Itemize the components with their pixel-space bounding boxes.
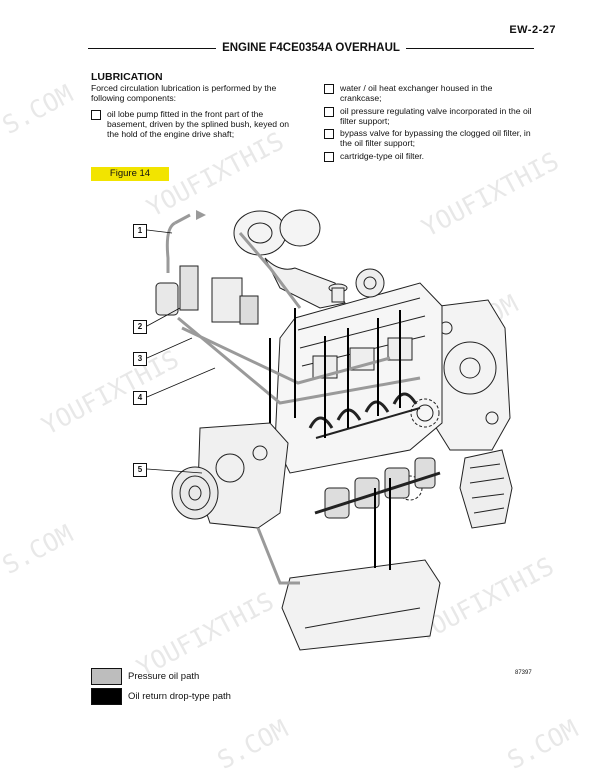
injection-pump-illustration: [459, 449, 513, 529]
header-line-left: [88, 47, 217, 49]
callout-5: 5: [133, 463, 147, 477]
engine-block-illustration: [274, 268, 443, 474]
callout-1: 1: [133, 224, 147, 238]
leader-lines: [146, 229, 216, 474]
front-cover-illustration: [197, 422, 289, 529]
bullet-text: bypass valve for bypassing the clogged o…: [340, 128, 531, 149]
filler-cap-illustration: [328, 283, 348, 303]
bullet-item: water / oil heat exchanger housed in the…: [324, 83, 536, 104]
legend-pressure-oil: Pressure oil path: [91, 668, 199, 685]
oil-sump-illustration: [281, 559, 441, 651]
watermark: S.COM: [502, 714, 583, 775]
oil-filter-illustration: [155, 265, 259, 325]
header-rule: ENGINE F4CE0354A OVERHAUL: [88, 41, 534, 55]
left-column: Forced circulation lubrication is perfor…: [91, 83, 299, 141]
bullet-text: oil pressure regulating valve incorporat…: [340, 105, 532, 126]
figure-code: 87397: [515, 670, 532, 676]
section-heading: LUBRICATION: [91, 71, 163, 83]
checkbox-icon: [324, 129, 334, 140]
legend-oil-return: Oil return drop-type path: [91, 688, 231, 705]
bullet-text: cartridge-type oil filter.: [340, 150, 425, 161]
crankshaft-illustration: [314, 457, 441, 519]
watermark: S.COM: [212, 714, 293, 775]
legend-label: Pressure oil path: [128, 671, 200, 682]
legend-swatch-grey: [91, 668, 122, 685]
header-title: ENGINE F4CE0354A OVERHAUL: [222, 42, 400, 54]
header-line-right: [405, 47, 534, 49]
flow-arrow-icon: [196, 210, 206, 220]
engine-lubrication-diagram: [146, 209, 513, 651]
legend-label: Oil return drop-type path: [128, 691, 231, 702]
bullet-item: oil pressure regulating valve incorporat…: [324, 106, 536, 127]
callout-4: 4: [133, 391, 147, 405]
oil-return-path: [269, 308, 401, 570]
pulley-illustration: [171, 466, 219, 520]
bullet-item: oil lobe pump fitted in the front part o…: [91, 109, 299, 140]
figure-label: Figure 14: [91, 167, 169, 181]
watermark: S.COM: [0, 79, 78, 140]
checkbox-icon: [91, 109, 101, 120]
bullet-text: oil lobe pump fitted in the front part o…: [107, 108, 290, 140]
callout-2: 2: [133, 320, 147, 334]
right-column: water / oil heat exchanger housed in the…: [324, 83, 536, 164]
intro-text: Forced circulation lubrication is perfor…: [91, 83, 277, 104]
legend-swatch-black: [91, 688, 122, 705]
pressure-oil-path: [165, 213, 421, 585]
checkbox-icon: [324, 151, 334, 162]
checkbox-icon: [324, 84, 334, 94]
watermark: S.COM: [0, 519, 78, 580]
checkbox-icon: [324, 106, 334, 117]
bullet-text: water / oil heat exchanger housed in the…: [340, 83, 493, 104]
turbocharger-illustration: [233, 209, 346, 309]
callout-3: 3: [133, 352, 147, 366]
bullet-item: cartridge-type oil filter.: [324, 151, 536, 162]
bullet-item: bypass valve for bypassing the clogged o…: [324, 128, 536, 149]
page-code: EW-2-27: [509, 24, 556, 36]
